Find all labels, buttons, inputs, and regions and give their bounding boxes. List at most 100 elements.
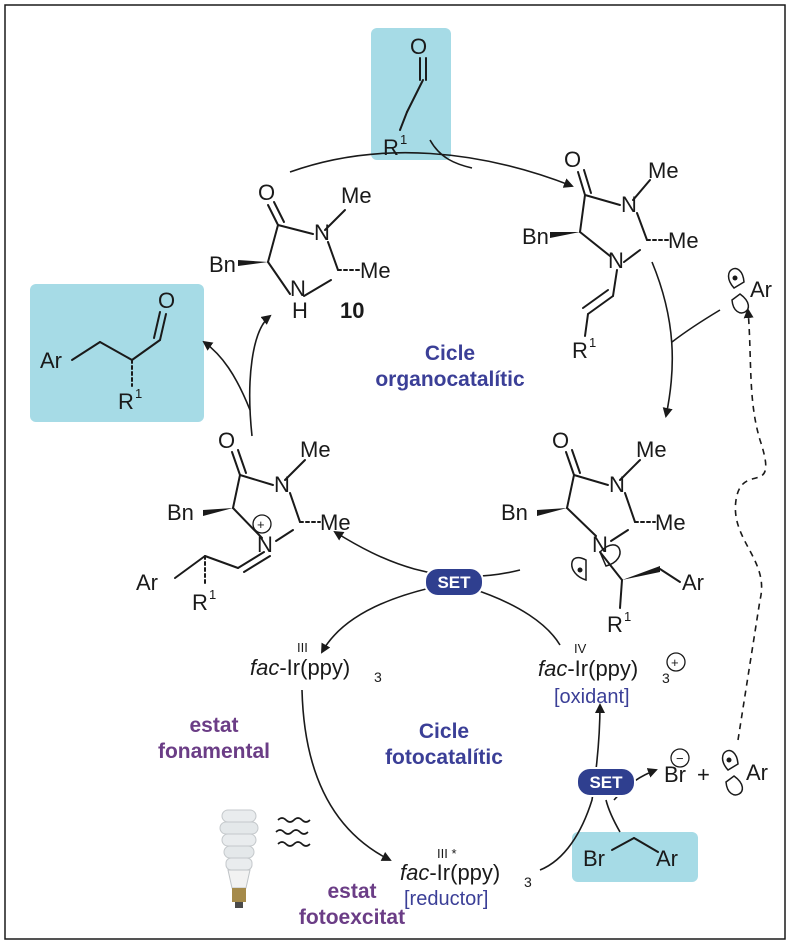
pair-plus: +: [697, 762, 710, 787]
reductor-label: [reductor]: [404, 888, 488, 910]
arrow-aldehyde-in: [429, 139, 473, 169]
benzyl-bromide-box: [572, 832, 698, 882]
iminium: + O N Me Me Bn N Ar R 1: [136, 428, 351, 615]
benzyl-bromide: Br Ar: [583, 837, 678, 871]
frame-border: [4, 4, 786, 940]
oxidant-label: [oxidant]: [554, 686, 630, 708]
radical-bottom-ar: Ar: [746, 760, 768, 785]
iminium-charge: +: [257, 517, 265, 532]
im-r-sup: 1: [209, 587, 216, 602]
ra-me: Me: [655, 510, 686, 535]
ir-exc-fac: fac: [400, 860, 429, 885]
arrow-ir-oxidant-in: [469, 587, 561, 646]
im-o: O: [218, 428, 235, 453]
ir-exc-ir: -Ir(ppy): [429, 860, 500, 885]
aldehyde-r: R: [383, 135, 399, 160]
en-r-sup: 1: [589, 335, 596, 350]
bromide-br: Br: [664, 762, 686, 787]
arrow-set-oxidation: [333, 530, 521, 578]
ir-ground-formula: fac-Ir(ppy): [250, 655, 350, 680]
arrow-radical-transfer: [734, 308, 767, 741]
ir-ox-formula: fac-Ir(ppy): [538, 656, 638, 681]
im-me: Me: [320, 510, 351, 535]
en-me: Me: [668, 228, 699, 253]
ra-bn: Bn: [501, 500, 528, 525]
im-bn: Bn: [167, 500, 194, 525]
product-box: [30, 284, 204, 422]
im-n: N: [274, 472, 290, 497]
product-o: O: [158, 288, 175, 313]
arrow-hydrolysis: [248, 314, 272, 437]
ir-exc-ox: III *: [437, 846, 457, 861]
product: Ar O R 1: [40, 288, 175, 414]
catalyst-10: O N Me Me Bn N H 10: [209, 180, 391, 323]
product-r-sup: 1: [135, 386, 142, 401]
en-o: O: [564, 147, 581, 172]
radical-top-ar: Ar: [750, 277, 772, 302]
cat-nh-h: H: [292, 298, 308, 323]
ir-ground-fac: fac: [250, 655, 279, 680]
benzyl-radical-top: Ar: [727, 267, 772, 314]
en-bn: Bn: [522, 224, 549, 249]
en-n2: N: [608, 248, 624, 273]
set-badge-top: SET: [424, 567, 484, 597]
ir-exc-formula: fac-Ir(ppy): [400, 860, 500, 885]
enamine: O N Me Me Bn N R 1: [522, 147, 699, 363]
ir-ox-sub: 3: [662, 670, 670, 686]
ra-r: R: [607, 612, 623, 637]
ir-ox-fac: fac: [538, 656, 567, 681]
radical-adduct: O N Me Me Bn N Ar R 1: [501, 428, 704, 637]
cat-me: Me: [360, 258, 391, 283]
arrow-radical-in: [671, 309, 721, 343]
aldehyde-o: O: [410, 34, 427, 59]
bbr-ar: Ar: [656, 846, 678, 871]
ir-ground: III fac-Ir(ppy) 3: [250, 640, 382, 685]
lightbulb-icon: [219, 809, 259, 908]
ir-oxidant: IV fac-Ir(ppy) 3 + [oxidant]: [538, 641, 686, 708]
photo-cycle-line2: fotocatalític: [385, 746, 503, 769]
ir-ox-ox: IV: [574, 641, 587, 656]
arrow-product-out: [202, 340, 251, 411]
ir-ox-charge: +: [671, 655, 679, 670]
im-n2: N: [257, 532, 273, 557]
en-r: R: [572, 338, 588, 363]
cat-bn: Bn: [209, 252, 236, 277]
cat-n: N: [314, 220, 330, 245]
cat-me-top: Me: [341, 183, 372, 208]
organo-cycle-line1: Cicle: [425, 342, 475, 365]
ra-n2: N: [592, 532, 608, 557]
im-r: R: [192, 590, 208, 615]
im-me-top: Me: [300, 437, 331, 462]
set-badge-bottom: SET: [576, 767, 636, 797]
arrow-radical-addition: [651, 261, 674, 418]
ra-ar: Ar: [682, 570, 704, 595]
product-r: R: [118, 389, 134, 414]
excited-state-line1: estat: [327, 880, 376, 903]
im-ar: Ar: [136, 570, 158, 595]
ir-excited: III * fac-Ir(ppy) 3 [reductor]: [400, 846, 532, 910]
ground-state-line1: estat: [189, 714, 238, 737]
ground-state-line2: fonamental: [158, 740, 270, 763]
cat-o: O: [258, 180, 275, 205]
en-me-top: Me: [648, 158, 679, 183]
ra-me-top: Me: [636, 437, 667, 462]
ir-ground-ir: -Ir(ppy): [279, 655, 350, 680]
cat-nh-n: N: [290, 276, 306, 301]
product-ar: Ar: [40, 348, 62, 373]
arrow-excitation: [301, 689, 392, 861]
ir-ground-ox: III: [297, 640, 308, 655]
set-label-top: SET: [437, 573, 471, 592]
en-n: N: [621, 192, 637, 217]
set-label-bottom: SET: [589, 773, 623, 792]
catalyst-number: 10: [340, 298, 364, 323]
arrow-ir-oxidation: [539, 703, 605, 871]
bbr-br: Br: [583, 846, 605, 871]
ir-exc-sub: 3: [524, 874, 532, 890]
ra-n: N: [609, 472, 625, 497]
organo-cycle-line2: organocatalític: [375, 368, 525, 391]
bromide-charge: −: [676, 751, 684, 766]
ir-ground-sub: 3: [374, 669, 382, 685]
light-waves-icon: [275, 817, 311, 847]
